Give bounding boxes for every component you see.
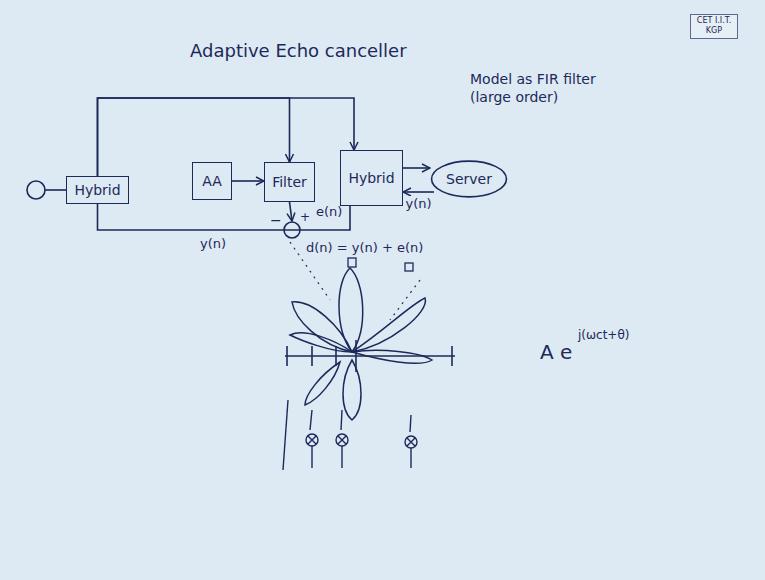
- connector: [98, 204, 351, 230]
- node-text: AA: [202, 173, 222, 189]
- process-box: Hybrid: [66, 176, 129, 204]
- connector: [98, 98, 355, 176]
- process-box: Filter: [264, 162, 315, 202]
- terminal-ellipse: Server: [430, 160, 508, 198]
- annotation: j(ωct+θ): [578, 328, 629, 342]
- target-square: [348, 258, 356, 267]
- antenna-elements: [283, 400, 417, 470]
- antenna-array: [285, 340, 455, 372]
- connector: [232, 180, 264, 182]
- node-text: Server: [446, 171, 492, 187]
- annotation: d(n) = y(n) + e(n): [306, 240, 423, 255]
- connector: [98, 98, 290, 176]
- process-box: AA: [192, 162, 232, 200]
- phone-symbol: [27, 181, 45, 199]
- connector: [403, 191, 434, 193]
- annotation: Model as FIR filter (large order): [470, 70, 620, 106]
- target-square: [405, 263, 413, 271]
- watermark: CET I.I.T. KGP: [690, 14, 738, 39]
- annotation: −: [270, 212, 282, 228]
- node-text: Filter: [272, 174, 307, 190]
- beam-pattern: [290, 268, 432, 420]
- node-text: Hybrid: [74, 182, 120, 198]
- process-box: Hybrid: [340, 150, 403, 206]
- annotation: +: [300, 210, 310, 224]
- annotation: A e: [540, 340, 572, 364]
- annotation: y(n): [200, 236, 226, 251]
- edge-label: y(n): [403, 196, 433, 211]
- filter-output-wire: [290, 202, 293, 221]
- node-text: Hybrid: [348, 170, 394, 186]
- connector: [403, 167, 430, 169]
- title: Adaptive Echo canceller: [190, 40, 407, 61]
- dotted-line: [390, 280, 420, 320]
- wire: [45, 189, 66, 191]
- annotation: e(n): [316, 204, 342, 219]
